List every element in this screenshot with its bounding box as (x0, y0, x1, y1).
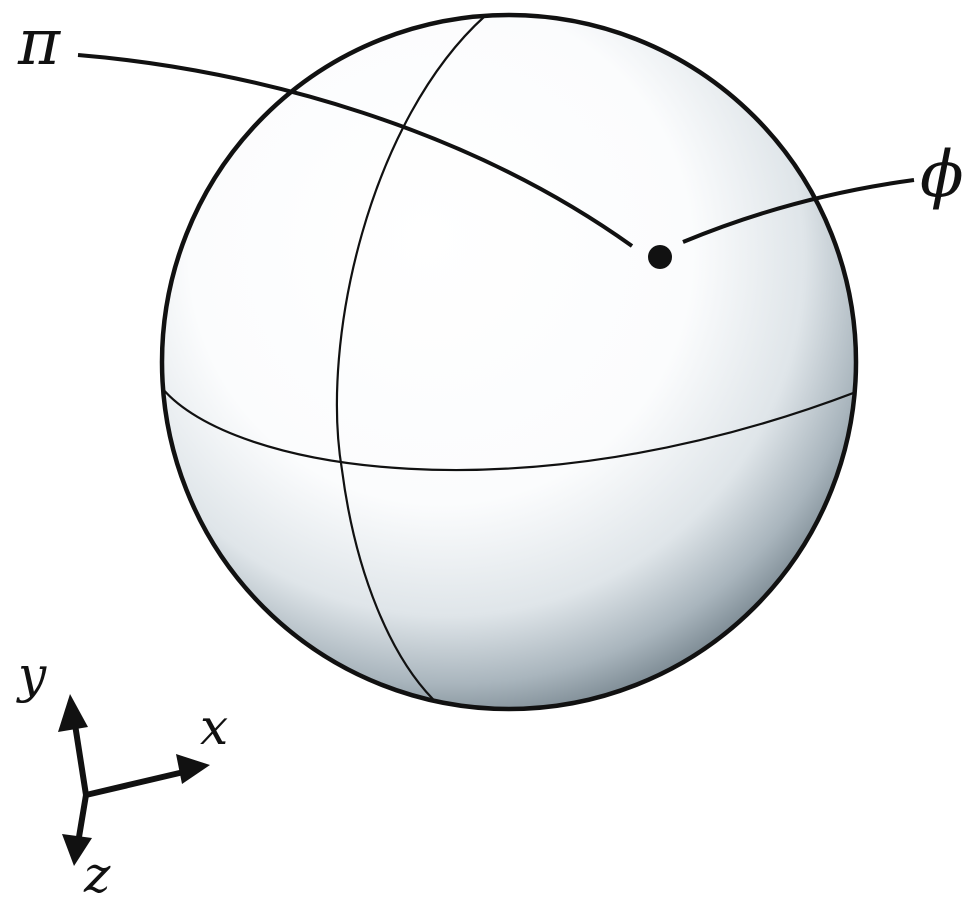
meridian-curve (335, 15, 486, 707)
point-marker (648, 245, 672, 269)
z-axis-line (75, 794, 89, 844)
z-axis-label: z (83, 846, 111, 903)
phi-leader-line (682, 178, 915, 244)
x-axis-line (85, 768, 189, 798)
pi-label: π (17, 6, 61, 80)
y-axis-arrowhead (58, 694, 88, 732)
y-axis-label: y (16, 646, 47, 704)
z-axis-arrowhead (62, 834, 92, 866)
equator-curve (162, 387, 856, 472)
sphere-outline (159, 12, 859, 712)
pi-leader-line (77, 53, 634, 248)
y-axis-line (71, 717, 89, 796)
phi-label: ϕ (920, 138, 964, 212)
sphere (162, 15, 856, 709)
x-axis-arrowhead (176, 754, 210, 784)
axis-triad (58, 694, 210, 866)
x-axis-label: x (200, 698, 228, 756)
